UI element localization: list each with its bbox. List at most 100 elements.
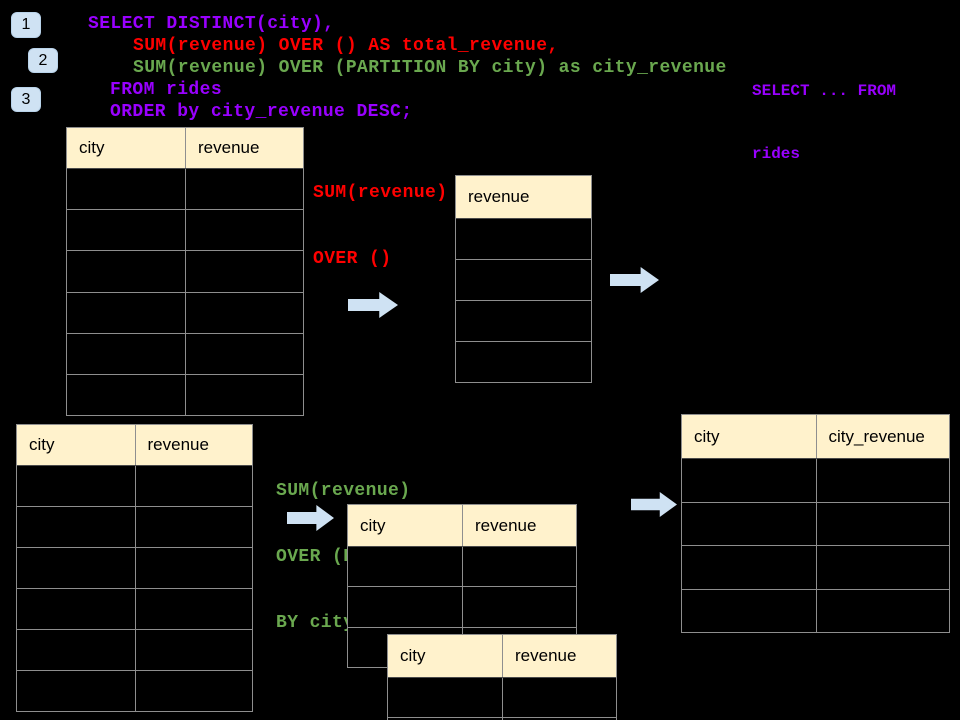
table-header: city revenue [67,128,303,169]
flow-arrow-right-icon [610,267,659,293]
column-header: city_revenue [815,415,950,458]
table-cell [17,630,135,670]
table-cell [815,502,949,545]
table-cell [462,587,576,627]
table-cell [17,671,135,711]
sql-code-block: SELECT DISTINCT(city), SUM(revenue) OVER… [88,13,727,123]
table-row [67,251,303,293]
table-cell [185,292,303,333]
table-row [456,260,591,301]
step-badge-label: 3 [21,90,31,108]
step-badge-2: 2 [28,48,58,73]
table-row [17,630,252,671]
table-cell [134,589,252,629]
table-cell [185,169,303,210]
table-cell [134,671,252,711]
side-note-line: rides [752,145,801,163]
table-cell [682,459,816,502]
flow-arrow-right-icon [631,492,677,517]
table-cell [67,374,185,416]
table-cell [456,342,591,382]
table-cell [682,502,816,545]
annotation-line: OVER () [313,249,392,269]
sql-line-city-revenue: SUM(revenue) OVER (PARTITION BY city) as… [133,58,727,78]
table-total-result: revenue [455,175,592,383]
step-badge-label: 2 [38,51,48,69]
table-source-top: city revenue [66,127,304,416]
table-row [456,342,591,382]
column-header: city [400,646,426,665]
column-header: city [360,515,386,535]
side-note-line: SELECT ... FROM [752,82,897,100]
table-cell [134,630,252,670]
table-row [17,671,252,711]
table-cell [67,292,185,333]
flow-arrow-right-icon [348,292,398,318]
table-row [67,292,303,334]
table-cell [185,333,303,374]
table-header: city city_revenue [682,415,949,459]
table-row [17,466,252,507]
table-row [67,333,303,375]
table-header: revenue [456,176,591,219]
table-cell [17,466,135,506]
table-cell [502,678,616,717]
table-cell [682,589,816,632]
sql-line-order-by: ORDER by city_revenue DESC; [110,102,413,122]
column-header: city [694,426,720,446]
table-row [348,587,576,628]
table-row [682,546,949,590]
table-cell [456,301,591,341]
table-city-revenue-result: city city_revenue [681,414,950,633]
table-cell [456,219,591,259]
table-cell [17,507,135,547]
table-row [682,459,949,503]
step-badge-label: 1 [21,16,31,33]
table-partition-overlay: city revenue [387,634,617,720]
table-row [682,502,949,546]
table-row [67,169,303,211]
table-cell [815,546,949,589]
step-badge-3: 3 [11,87,41,112]
column-header: revenue [462,505,576,546]
table-row [456,219,591,260]
annotation-total-revenue: SUM(revenue) OVER () [313,138,447,314]
table-cell [456,260,591,300]
table-row [682,589,949,632]
column-header: revenue [134,425,253,465]
table-cell [815,589,949,632]
table-row [17,548,252,589]
table-cell [388,718,502,720]
table-cell [815,459,949,502]
annotation-line: SUM(revenue) [313,183,448,203]
sql-line-total-revenue: SUM(revenue) OVER () AS total_revenue, [133,36,559,56]
annotation-line: SUM(revenue) [276,481,411,501]
table-cell [134,466,252,506]
table-cell [17,548,135,588]
sql-line-select: SELECT DISTINCT(city), [88,14,335,34]
table-header: city revenue [348,505,576,547]
flow-arrow-right-icon [287,505,334,531]
table-cell [185,251,303,292]
table-row [67,374,303,416]
table-row [67,210,303,252]
table-cell [67,251,185,292]
step-badge-1: 1 [11,12,41,38]
table-cell [185,374,303,416]
table-cell [388,678,502,717]
table-header: city revenue [17,425,252,466]
table-cell [67,333,185,374]
table-source-bottom: city revenue [16,424,253,712]
table-row [456,301,591,342]
table-cell [462,547,576,587]
column-header: revenue [468,187,530,206]
table-cell [185,210,303,251]
table-cell [682,546,816,589]
table-row [388,718,616,720]
table-header: city revenue [388,635,616,678]
column-header: revenue [185,128,303,168]
table-cell [134,548,252,588]
table-cell [17,589,135,629]
table-cell [134,507,252,547]
